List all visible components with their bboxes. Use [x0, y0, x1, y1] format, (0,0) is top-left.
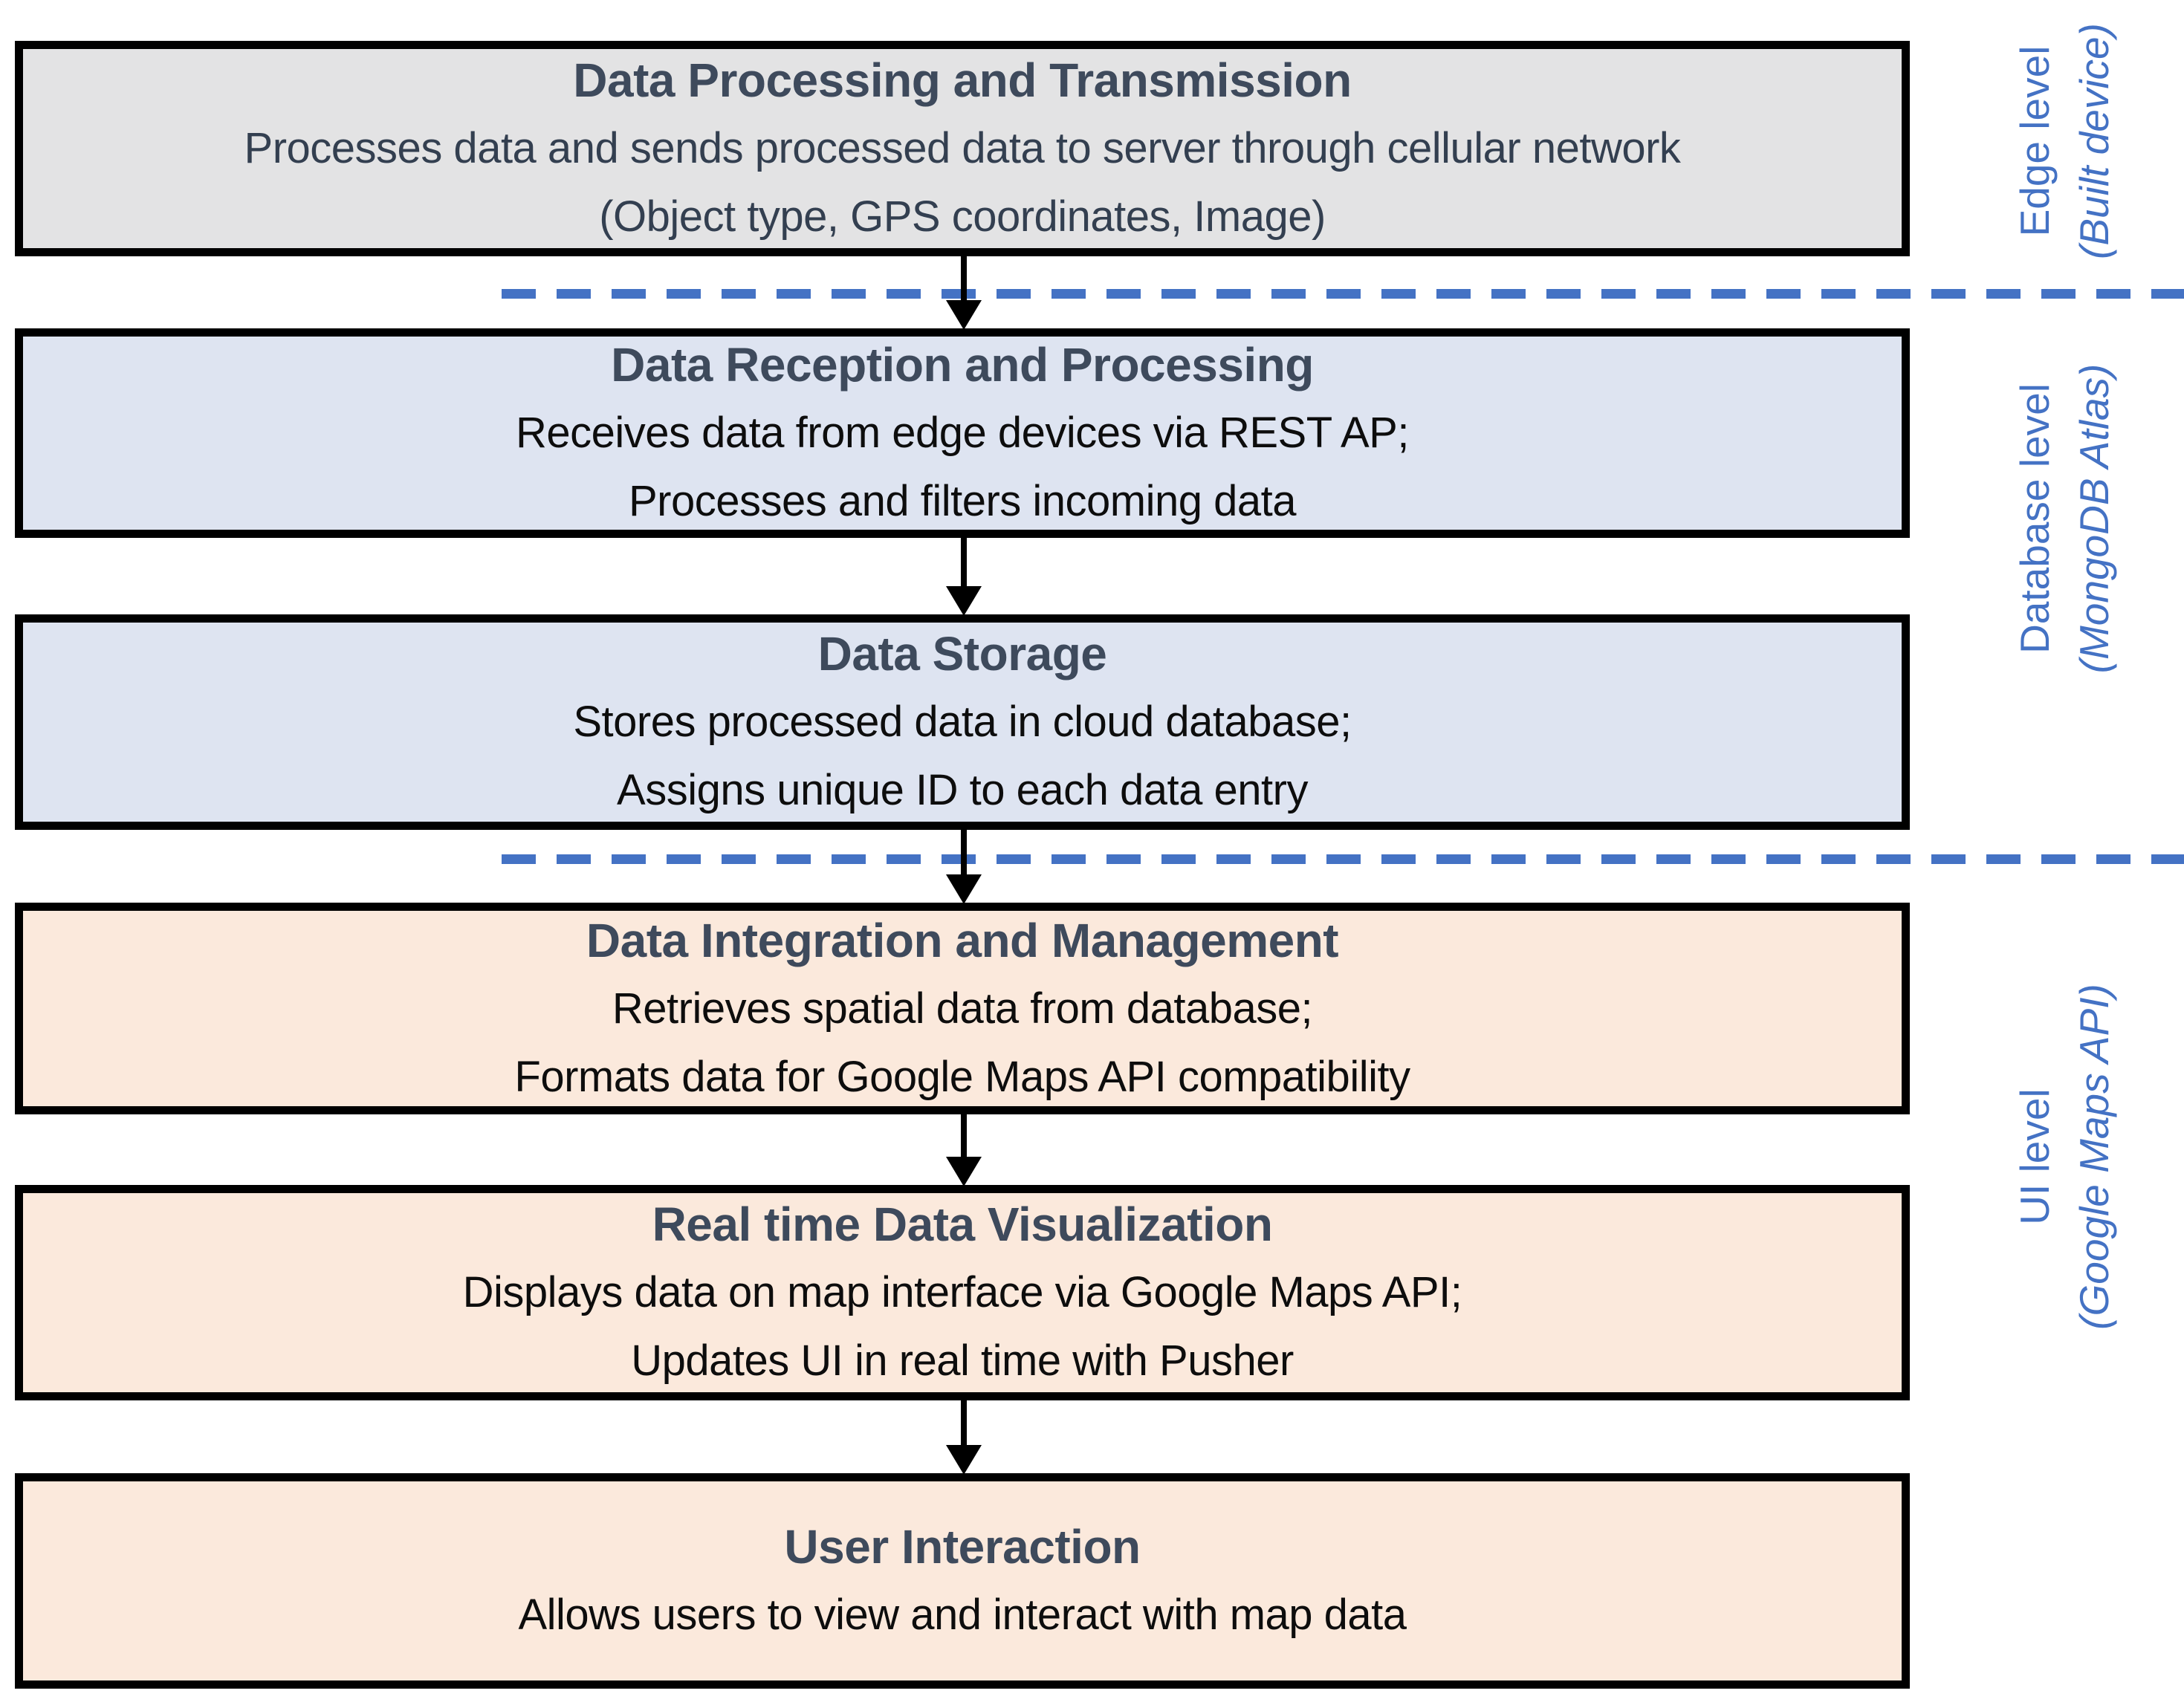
level-label-text: Edge level — [2012, 45, 2058, 237]
box-description-line: Allows users to view and interact with m… — [518, 1591, 1407, 1639]
arrow-head-icon — [946, 1157, 982, 1186]
box-title: Data Storage — [817, 627, 1107, 681]
box-description-line: (Object type, GPS coordinates, Image) — [599, 192, 1326, 241]
level-separator-database-ui — [502, 854, 2184, 864]
level-label-text: Database level — [2012, 383, 2058, 654]
flow-arrow-down-icon — [946, 256, 982, 330]
arrow-shaft — [961, 256, 967, 305]
level-separator-edge-database — [502, 289, 2184, 299]
box-data-storage: Data Storage Stores processed data in cl… — [15, 614, 1910, 830]
level-label-ui: UI level (Google Maps API) — [2005, 984, 2124, 1330]
box-description-line: Displays data on map interface via Googl… — [462, 1268, 1462, 1316]
level-label-edge: Edge level (Built device) — [2005, 23, 2124, 259]
level-label-subtext: (MongoDB Atlas) — [2071, 363, 2117, 674]
box-data-reception-processing: Data Reception and Processing Receives d… — [15, 328, 1910, 538]
box-description-line: Receives data from edge devices via REST… — [516, 409, 1409, 457]
box-title: Data Processing and Transmission — [573, 53, 1352, 107]
box-description-line: Processes data and sends processed data … — [244, 124, 1681, 172]
box-user-interaction: User Interaction Allows users to view an… — [15, 1473, 1910, 1689]
box-description-line: Updates UI in real time with Pusher — [631, 1337, 1294, 1385]
box-title: User Interaction — [784, 1520, 1141, 1574]
arrow-shaft — [961, 537, 967, 591]
arrow-shaft — [961, 1114, 967, 1161]
box-data-integration-management: Data Integration and Management Retrieve… — [15, 903, 1910, 1114]
flow-arrow-down-icon — [946, 537, 982, 616]
arrow-head-icon — [946, 1445, 982, 1475]
level-label-database: Database level (MongoDB Atlas) — [2005, 364, 2124, 674]
box-title: Data Integration and Management — [586, 913, 1339, 967]
box-description-line: Assigns unique ID to each data entry — [617, 766, 1308, 814]
box-real-time-data-visualization: Real time Data Visualization Displays da… — [15, 1185, 1910, 1400]
flow-arrow-down-icon — [946, 830, 982, 904]
arrow-shaft — [961, 830, 967, 879]
flow-arrow-down-icon — [946, 1114, 982, 1186]
arrow-shaft — [961, 1400, 967, 1449]
arrow-head-icon — [946, 300, 982, 330]
arrow-head-icon — [946, 874, 982, 904]
box-data-processing-transmission: Data Processing and Transmission Process… — [15, 41, 1910, 256]
box-title: Data Reception and Processing — [611, 338, 1314, 392]
box-description-line: Formats data for Google Maps API compati… — [514, 1052, 1410, 1101]
arrow-head-icon — [946, 586, 982, 616]
box-title: Real time Data Visualization — [652, 1198, 1273, 1251]
box-description-line: Retrieves spatial data from database; — [612, 984, 1313, 1033]
level-label-subtext: (Google Maps API) — [2071, 984, 2117, 1330]
box-description-line: Stores processed data in cloud database; — [573, 698, 1352, 746]
box-description-line: Processes and filters incoming data — [628, 477, 1297, 525]
level-label-text: UI level — [2012, 1088, 2058, 1225]
flow-arrow-down-icon — [946, 1400, 982, 1475]
level-label-subtext: (Built device) — [2071, 23, 2117, 259]
